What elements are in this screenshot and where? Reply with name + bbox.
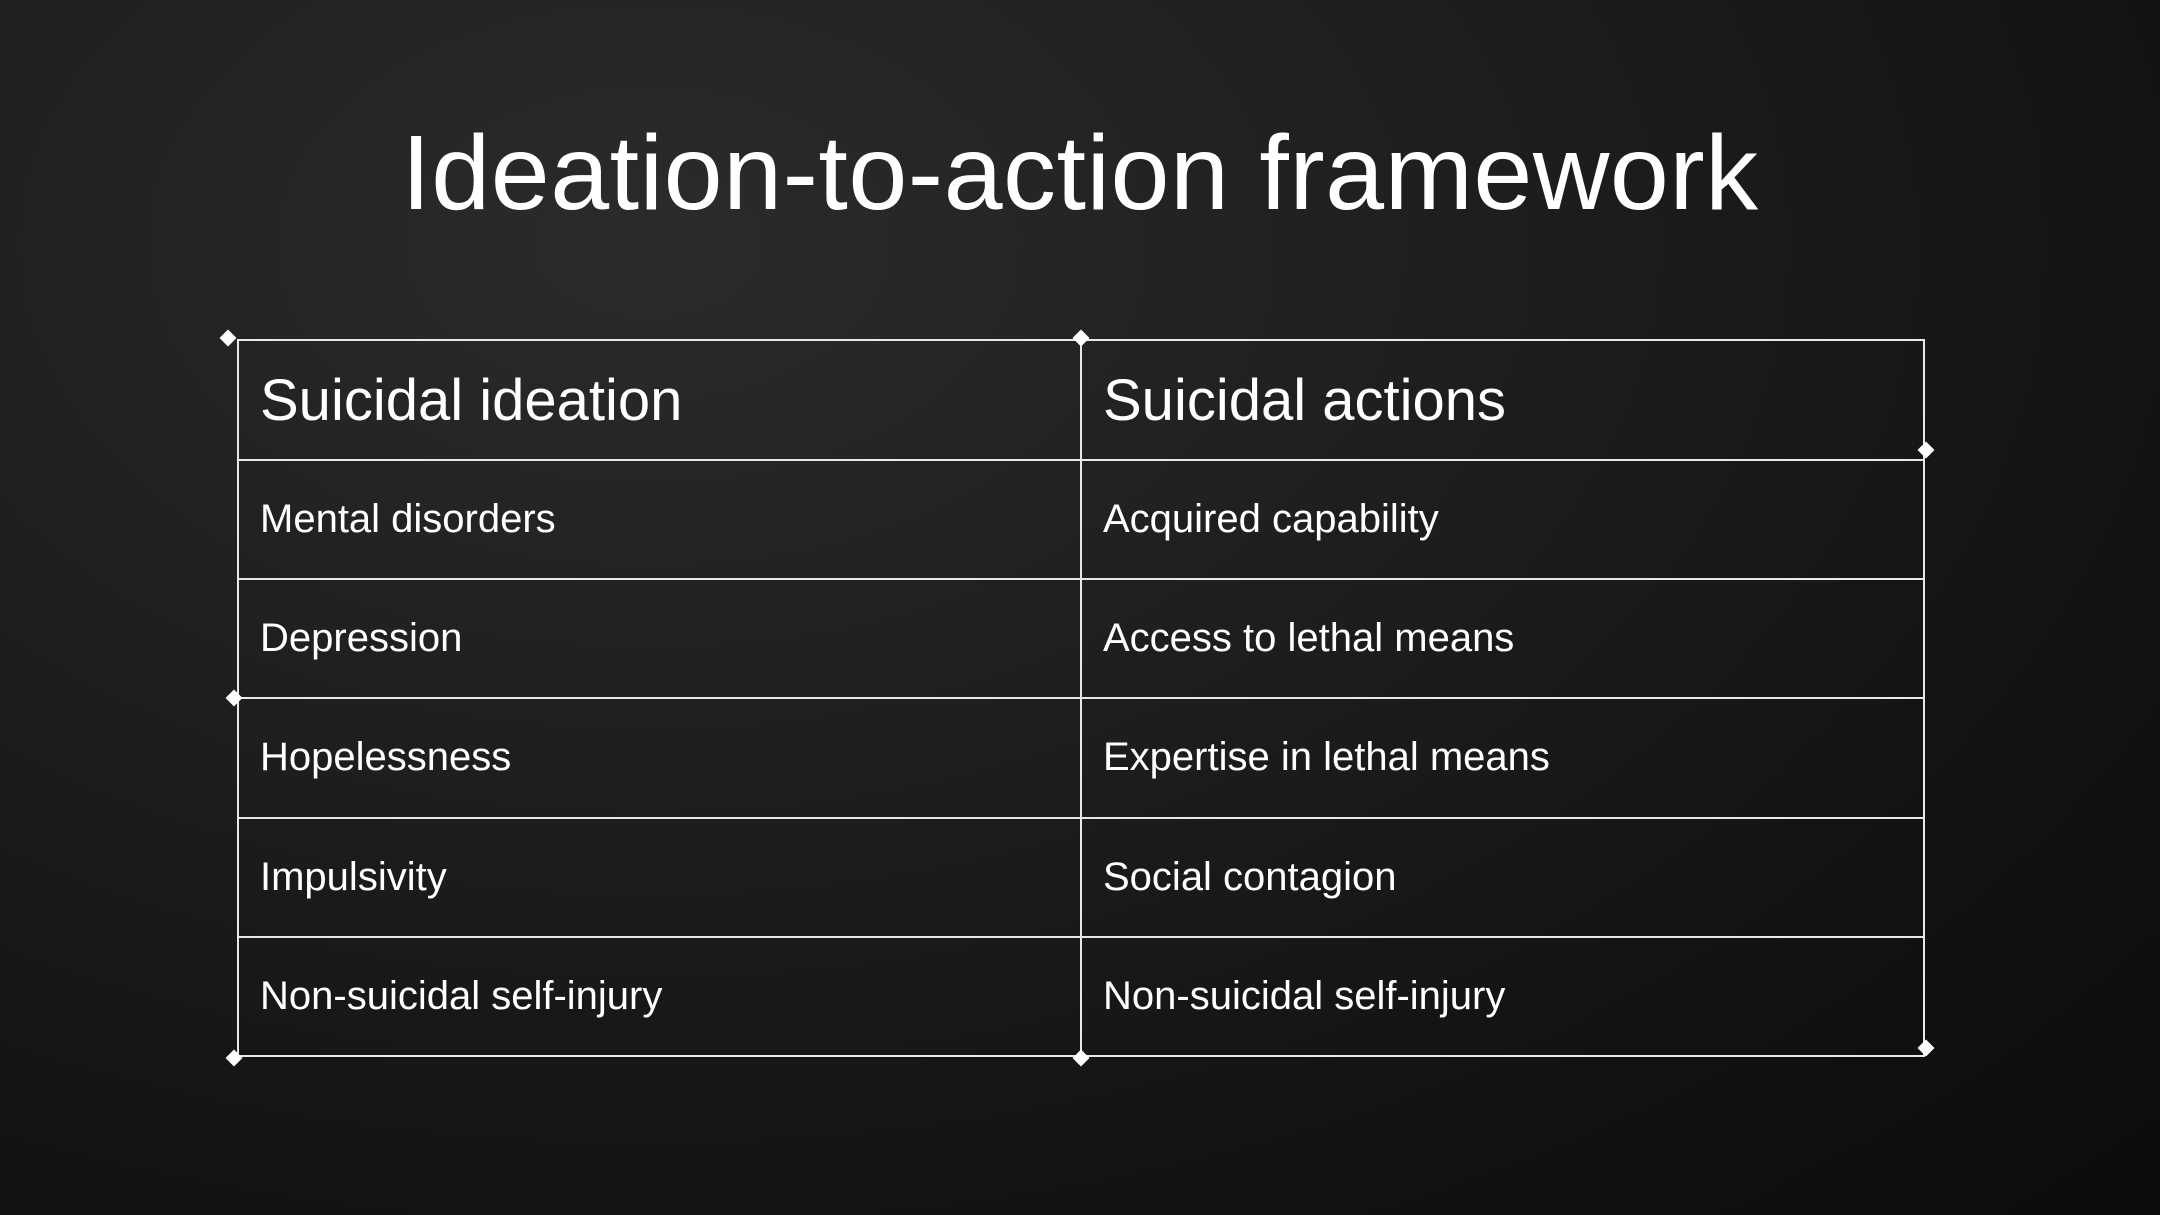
table-row: Hopelessness Expertise in lethal means xyxy=(237,697,1925,819)
table-cell[interactable]: Depression xyxy=(237,578,1082,700)
resize-handle-top-left[interactable] xyxy=(219,329,237,347)
table-cell[interactable]: Non-suicidal self-injury xyxy=(237,935,1082,1058)
table-row: Mental disorders Acquired capability xyxy=(237,458,1925,581)
table-cell[interactable]: Expertise in lethal means xyxy=(1080,697,1925,819)
table-row: Non-suicidal self-injury Non-suicidal se… xyxy=(237,935,1925,1058)
table-row: Depression Access to lethal means xyxy=(237,578,1925,700)
header-suicidal-actions[interactable]: Suicidal actions xyxy=(1080,339,1925,461)
table-cell[interactable]: Social contagion xyxy=(1080,816,1925,938)
table-header-row: Suicidal ideation Suicidal actions xyxy=(237,339,1925,461)
table-cell[interactable]: Impulsivity xyxy=(237,816,1082,938)
table-cell[interactable]: Access to lethal means xyxy=(1080,578,1925,700)
table-cell[interactable]: Mental disorders xyxy=(237,458,1082,581)
slide-title[interactable]: Ideation-to-action framework xyxy=(401,114,1759,232)
table-cell[interactable]: Non-suicidal self-injury xyxy=(1080,935,1925,1058)
framework-table-container[interactable]: Suicidal ideation Suicidal actions Menta… xyxy=(237,339,1925,1058)
table-cell[interactable]: Acquired capability xyxy=(1080,458,1925,581)
header-suicidal-ideation[interactable]: Suicidal ideation xyxy=(237,339,1082,461)
table-cell[interactable]: Hopelessness xyxy=(237,697,1082,819)
framework-table[interactable]: Suicidal ideation Suicidal actions Menta… xyxy=(237,339,1925,1058)
table-row: Impulsivity Social contagion xyxy=(237,816,1925,938)
